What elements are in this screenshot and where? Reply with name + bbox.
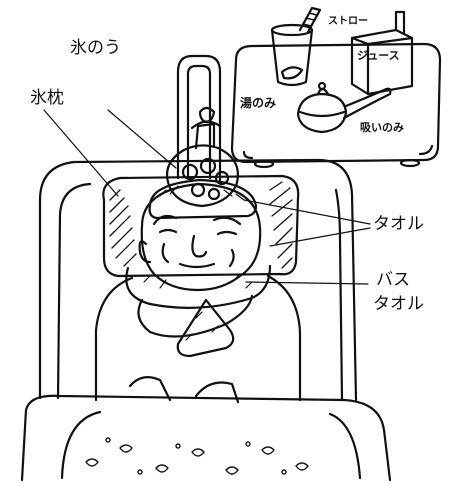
leader-towel-bottom	[269, 227, 371, 247]
ice-pillow	[102, 174, 300, 278]
ice-bag	[166, 106, 239, 208]
handwritten-juice: ジュース	[357, 49, 400, 62]
leader-hyomakura	[43, 109, 119, 197]
label-bath-towel-line1: バス	[376, 270, 410, 290]
label-bath-towel-line2: タオル	[373, 294, 424, 314]
label-ice-pillow: 氷枕	[30, 88, 64, 108]
leader-hyono	[107, 109, 177, 169]
handwritten-straw: ストロー	[328, 16, 368, 27]
glass-with-straw	[270, 6, 322, 87]
patient-body	[94, 264, 302, 404]
forehead-towel	[148, 178, 258, 220]
bed-back-cushion	[38, 158, 358, 402]
handwritten-suinomi: 吸いのみ	[360, 121, 404, 134]
handwritten-yunomi: 湯のみ	[240, 96, 277, 110]
leader-bath-towel	[245, 281, 369, 285]
label-towel: タオル	[373, 214, 424, 234]
leader-towel-top	[243, 199, 371, 225]
blanket	[20, 394, 392, 482]
suinomi-cup	[296, 81, 392, 134]
headboard-post	[176, 54, 222, 182]
juice-carton	[350, 10, 414, 96]
label-ice-bag: 氷のう	[70, 38, 121, 58]
leader-lines	[43, 109, 371, 285]
